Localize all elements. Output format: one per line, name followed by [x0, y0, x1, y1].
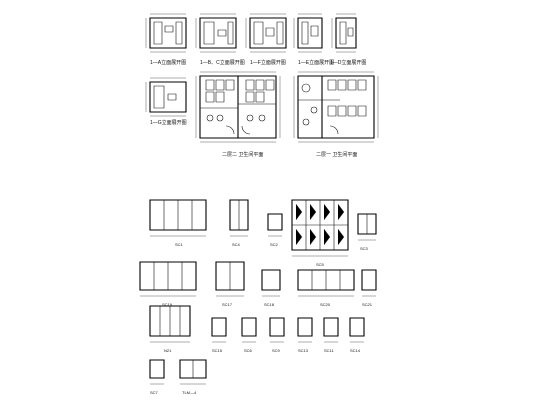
elevation-group-top: 1—A立面展开图 1—B、C立面展开图 1—F立面展开图 1—E立面展开图 1—… [146, 14, 366, 66]
caption-b: 1—B、C立面展开图 [200, 59, 245, 66]
detail-sc11: SC11 [324, 318, 338, 353]
caption-a: 1—A立面展开图 [150, 59, 186, 66]
caption-plan-2: 二层一 卫生间平面 [316, 151, 357, 158]
elevation-e [332, 14, 356, 52]
detail-sc9: SC9 [270, 318, 284, 353]
floor-plan-1: 二层二 卫生间平面 [196, 72, 280, 158]
detail-sc7: SC7 [150, 360, 164, 395]
detail-sc4: SC4 [230, 200, 248, 247]
label-sc3: SC3 [360, 246, 369, 251]
detail-sc14: SC14 [350, 318, 364, 353]
label-tlm4: TLM—4 [182, 390, 197, 395]
elevation-a [146, 14, 186, 52]
detail-n21: N21 [150, 306, 190, 353]
caption-e: 1—D立面展开图 [330, 59, 366, 66]
elevation-b [196, 14, 236, 52]
label-sc20: SC20 [320, 302, 331, 307]
label-sc9: SC9 [272, 348, 281, 353]
detail-sc18: SC18 [262, 270, 280, 307]
label-sc13: SC13 [298, 348, 309, 353]
detail-sc20: SC20 [298, 270, 354, 307]
caption-d: 1—E立面展开图 [298, 59, 334, 66]
detail-sc1: SC1 [150, 200, 206, 247]
label-sc4: SC4 [232, 242, 241, 247]
detail-sc13: SC13 [298, 318, 312, 353]
label-sc11: SC11 [324, 348, 334, 353]
caption-g: 1—G立面展开图 [150, 119, 187, 126]
label-sc18: SC18 [264, 302, 275, 307]
elevation-d [294, 14, 322, 52]
label-sc2: SC2 [270, 242, 279, 247]
detail-sc17: SC17 [216, 262, 244, 307]
elevation-g: 1—G立面展开图 [146, 78, 187, 126]
label-sc17: SC17 [222, 302, 233, 307]
detail-tlm4: TLM—4 [180, 360, 206, 395]
label-sc6: SC6 [244, 348, 253, 353]
label-sc14: SC14 [350, 348, 361, 353]
detail-sc3: SC3 [358, 214, 376, 251]
label-sc21: SC21 [362, 302, 373, 307]
detail-grid: SC5 [292, 200, 348, 267]
detail-sc15: SC15 [212, 318, 226, 353]
label-sc7: SC7 [150, 390, 159, 395]
caption-c: 1—F立面展开图 [250, 59, 286, 66]
label-sc19: SC19 [162, 302, 173, 307]
detail-sc21: SC21 [362, 270, 376, 307]
detail-sc6: SC6 [242, 318, 256, 353]
detail-sc19: SC19 [140, 262, 196, 307]
label-n21: N21 [164, 348, 172, 353]
floor-plan-2: 二层一 卫生间平面 [294, 72, 378, 158]
caption-plan-1: 二层二 卫生间平面 [222, 151, 263, 158]
elevation-c [246, 14, 286, 52]
label-sc1: SC1 [175, 242, 184, 247]
label-sc5: SC5 [316, 262, 325, 267]
label-sc15: SC15 [212, 348, 223, 353]
detail-sc2: SC2 [268, 214, 282, 247]
